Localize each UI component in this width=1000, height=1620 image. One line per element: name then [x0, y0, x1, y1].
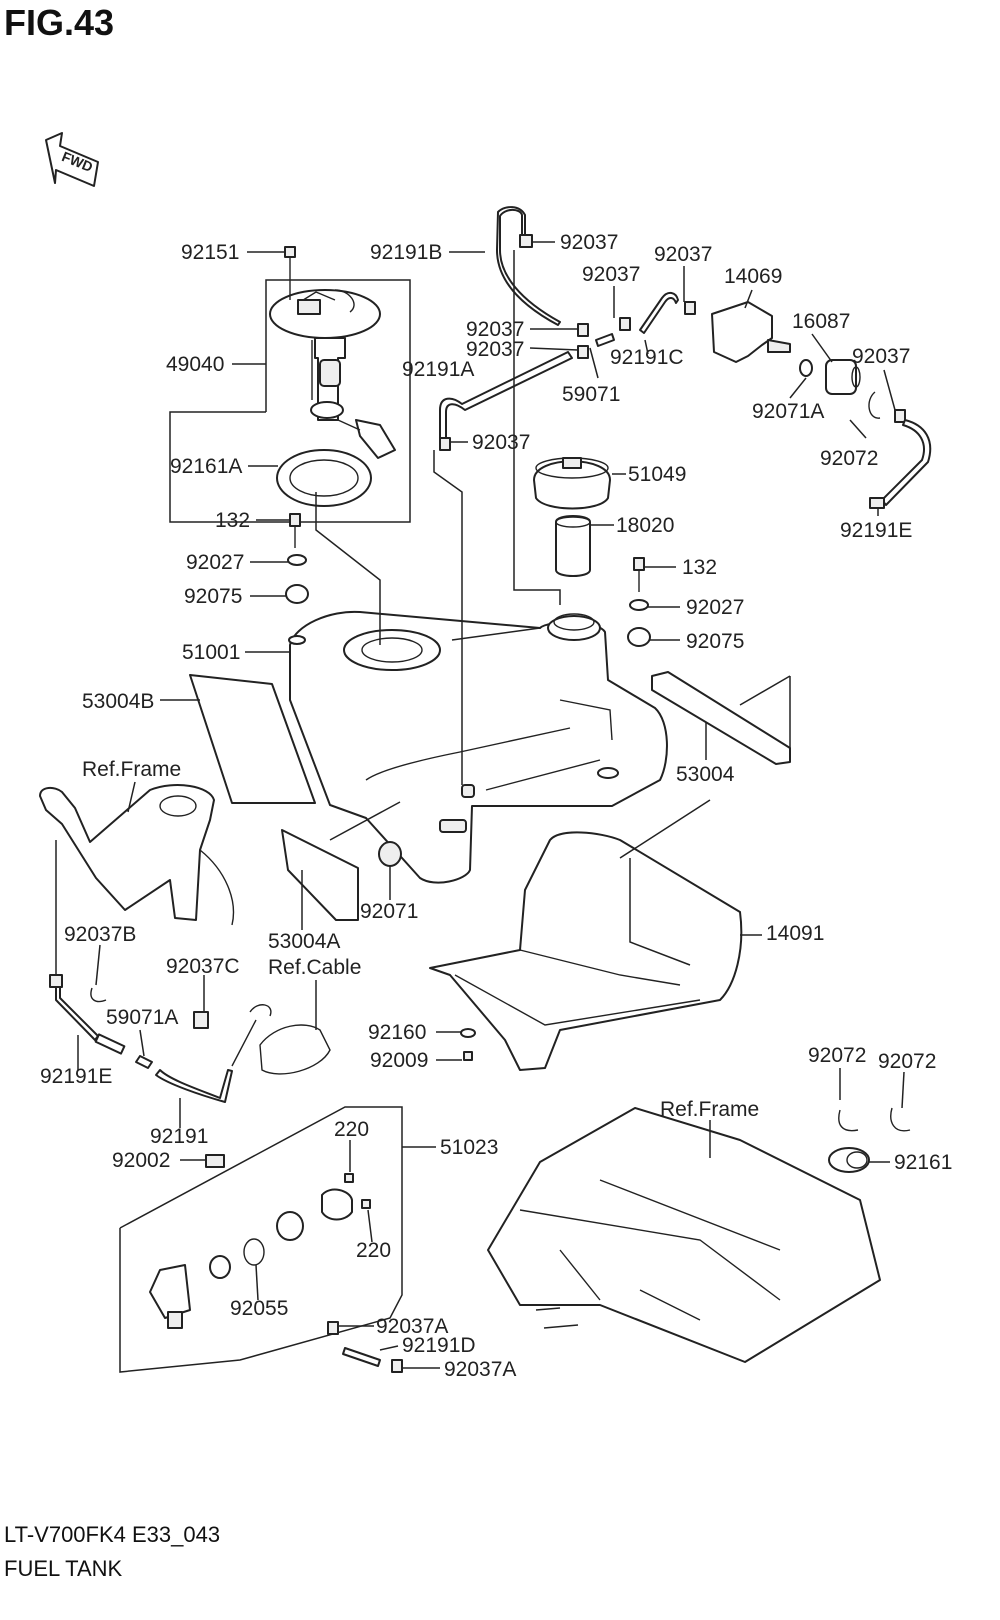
pad-53004a	[281, 829, 359, 921]
label-92160: 92160	[368, 1021, 426, 1044]
label-92037-b: 92037	[582, 263, 640, 286]
label-92055: 92055	[230, 1297, 288, 1320]
grommet-92071	[378, 841, 402, 867]
label-92027-left: 92027	[186, 551, 244, 574]
label-92037-g: 92037	[472, 431, 530, 454]
label-92009: 92009	[370, 1049, 428, 1072]
label-ref-frame-1: Ref.Frame	[82, 758, 181, 781]
label-ref-cable: Ref.Cable	[268, 956, 361, 979]
label-92191e-right: 92191E	[840, 519, 912, 542]
label-92191e-left: 92191E	[40, 1065, 112, 1088]
figure-title: FIG.43	[4, 2, 115, 43]
label-92037a-bottom: 92037A	[444, 1358, 516, 1381]
fuel-tank-group	[289, 610, 668, 884]
label-51023: 51023	[440, 1136, 498, 1159]
clamp-icon	[619, 317, 631, 331]
label-132-left: 132	[215, 509, 250, 532]
part-labels: 92151 49040 92161A 132 92027 92075 51001…	[40, 231, 952, 1381]
label-92037a-top: 92037A	[376, 1315, 448, 1338]
clamp-icon	[684, 301, 696, 315]
label-59071a: 59071A	[106, 1006, 178, 1029]
clamp-icon	[577, 323, 589, 337]
label-92071: 92071	[360, 900, 418, 923]
fuel-pump-group	[169, 246, 411, 523]
label-92037-f: 92037	[852, 345, 910, 368]
label-53004a: 53004A	[268, 930, 340, 953]
label-92037-d: 92037	[466, 318, 524, 341]
ref-frame-right	[487, 1107, 881, 1363]
label-49040: 49040	[166, 353, 224, 376]
upper-hoses-group	[439, 206, 932, 509]
label-92075-left: 92075	[184, 585, 242, 608]
label-92037-top: 92037	[560, 231, 618, 254]
lower-hoses-group	[49, 974, 331, 1103]
label-53004: 53004	[676, 763, 735, 786]
label-92037-e: 92037	[466, 338, 524, 361]
clamp-icon	[894, 409, 906, 423]
label-220-top: 220	[334, 1118, 369, 1141]
label-59071: 59071	[562, 383, 620, 406]
label-92037c: 92037C	[166, 955, 240, 978]
label-92161a: 92161A	[170, 455, 242, 478]
tray-14091	[429, 831, 743, 1071]
label-220-bottom: 220	[356, 1239, 391, 1262]
label-92191: 92191	[150, 1125, 208, 1148]
label-92191c: 92191C	[610, 346, 684, 369]
label-51049: 51049	[628, 463, 686, 486]
label-53004b: 53004B	[82, 690, 154, 713]
leader-lines	[55, 241, 905, 1369]
fuel-cap-group	[533, 457, 611, 577]
ref-frame-left	[39, 784, 215, 921]
label-18020: 18020	[616, 514, 674, 537]
label-92151: 92151	[181, 241, 239, 264]
label-92037b: 92037B	[64, 923, 136, 946]
clamp-icon	[577, 345, 589, 359]
label-ref-frame-2: Ref.Frame	[660, 1098, 759, 1121]
label-92075-right: 92075	[686, 630, 744, 653]
label-92191a: 92191A	[402, 358, 474, 381]
label-14091: 14091	[766, 922, 824, 945]
label-92191b: 92191B	[370, 241, 442, 264]
label-14069: 14069	[724, 265, 782, 288]
label-92161: 92161	[894, 1151, 952, 1174]
label-92027-right: 92027	[686, 596, 744, 619]
fuel-valve-group	[119, 1106, 403, 1373]
clamp-icon	[439, 437, 451, 451]
label-92072-a: 92072	[808, 1044, 866, 1067]
pad-53004b	[189, 674, 316, 804]
label-51001: 51001	[182, 641, 240, 664]
label-92072-b: 92072	[878, 1050, 936, 1073]
label-92191d: 92191D	[402, 1334, 476, 1357]
strip-53004	[651, 671, 791, 765]
label-92072-top: 92072	[820, 447, 878, 470]
label-92037-c: 92037	[654, 243, 712, 266]
figure-name: FUEL TANK	[4, 1556, 123, 1581]
model-code: LT-V700FK4 E33_043	[4, 1522, 221, 1547]
label-92071a: 92071A	[752, 400, 824, 423]
label-92002: 92002	[112, 1149, 170, 1172]
label-132-right: 132	[682, 556, 717, 579]
label-16087: 16087	[792, 310, 850, 333]
fwd-arrow-icon: FWD	[45, 132, 99, 187]
